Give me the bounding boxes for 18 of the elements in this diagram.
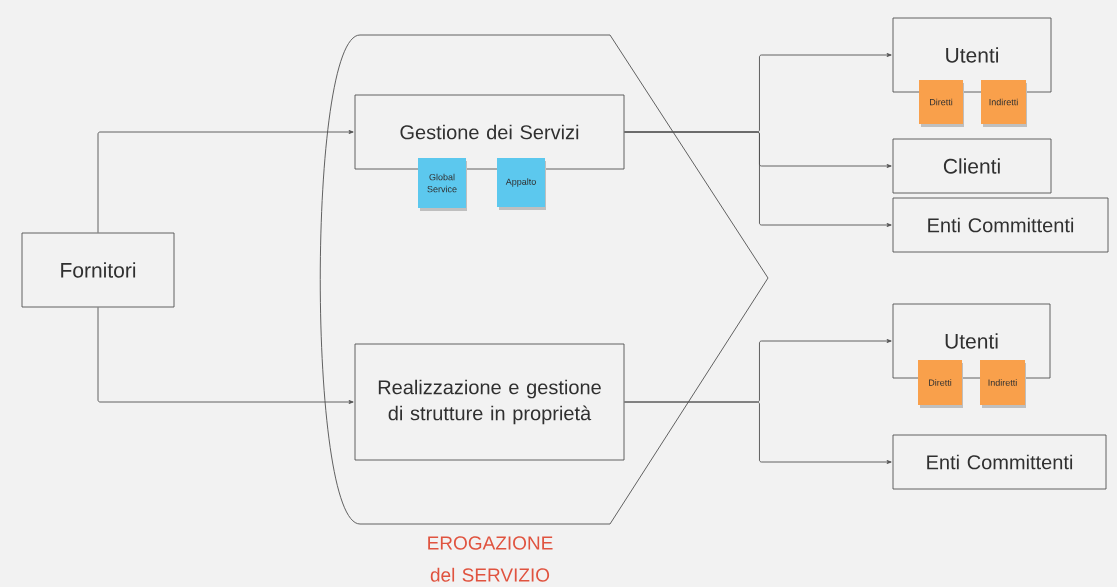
arrow bbox=[97, 130, 354, 233]
sticky-note: Diretti bbox=[919, 80, 964, 127]
sticky-note: Indiretti bbox=[981, 80, 1027, 127]
arrow bbox=[624, 401, 892, 464]
process-box: Enti Committenti bbox=[892, 197, 1109, 253]
process-box: Clienti bbox=[892, 138, 1052, 194]
sticky-note: Indiretti bbox=[980, 360, 1026, 408]
process-box: Utenti bbox=[892, 17, 1052, 93]
process-box: Gestione dei Servizi bbox=[354, 94, 625, 170]
arrow bbox=[624, 131, 892, 227]
arrow bbox=[97, 307, 354, 404]
sticky-note: Diretti bbox=[918, 360, 963, 408]
node-label: EROGAZIONE del SERVIZIO bbox=[428, 536, 553, 582]
process-box: Realizzazione e gestione di strutture in proprietà bbox=[354, 343, 625, 461]
sticky-note: Appalto bbox=[497, 158, 546, 210]
process-box: Enti Committenti bbox=[892, 434, 1107, 490]
sticky-note: Global Service bbox=[418, 158, 467, 211]
process-box: Fornitori bbox=[21, 232, 175, 308]
